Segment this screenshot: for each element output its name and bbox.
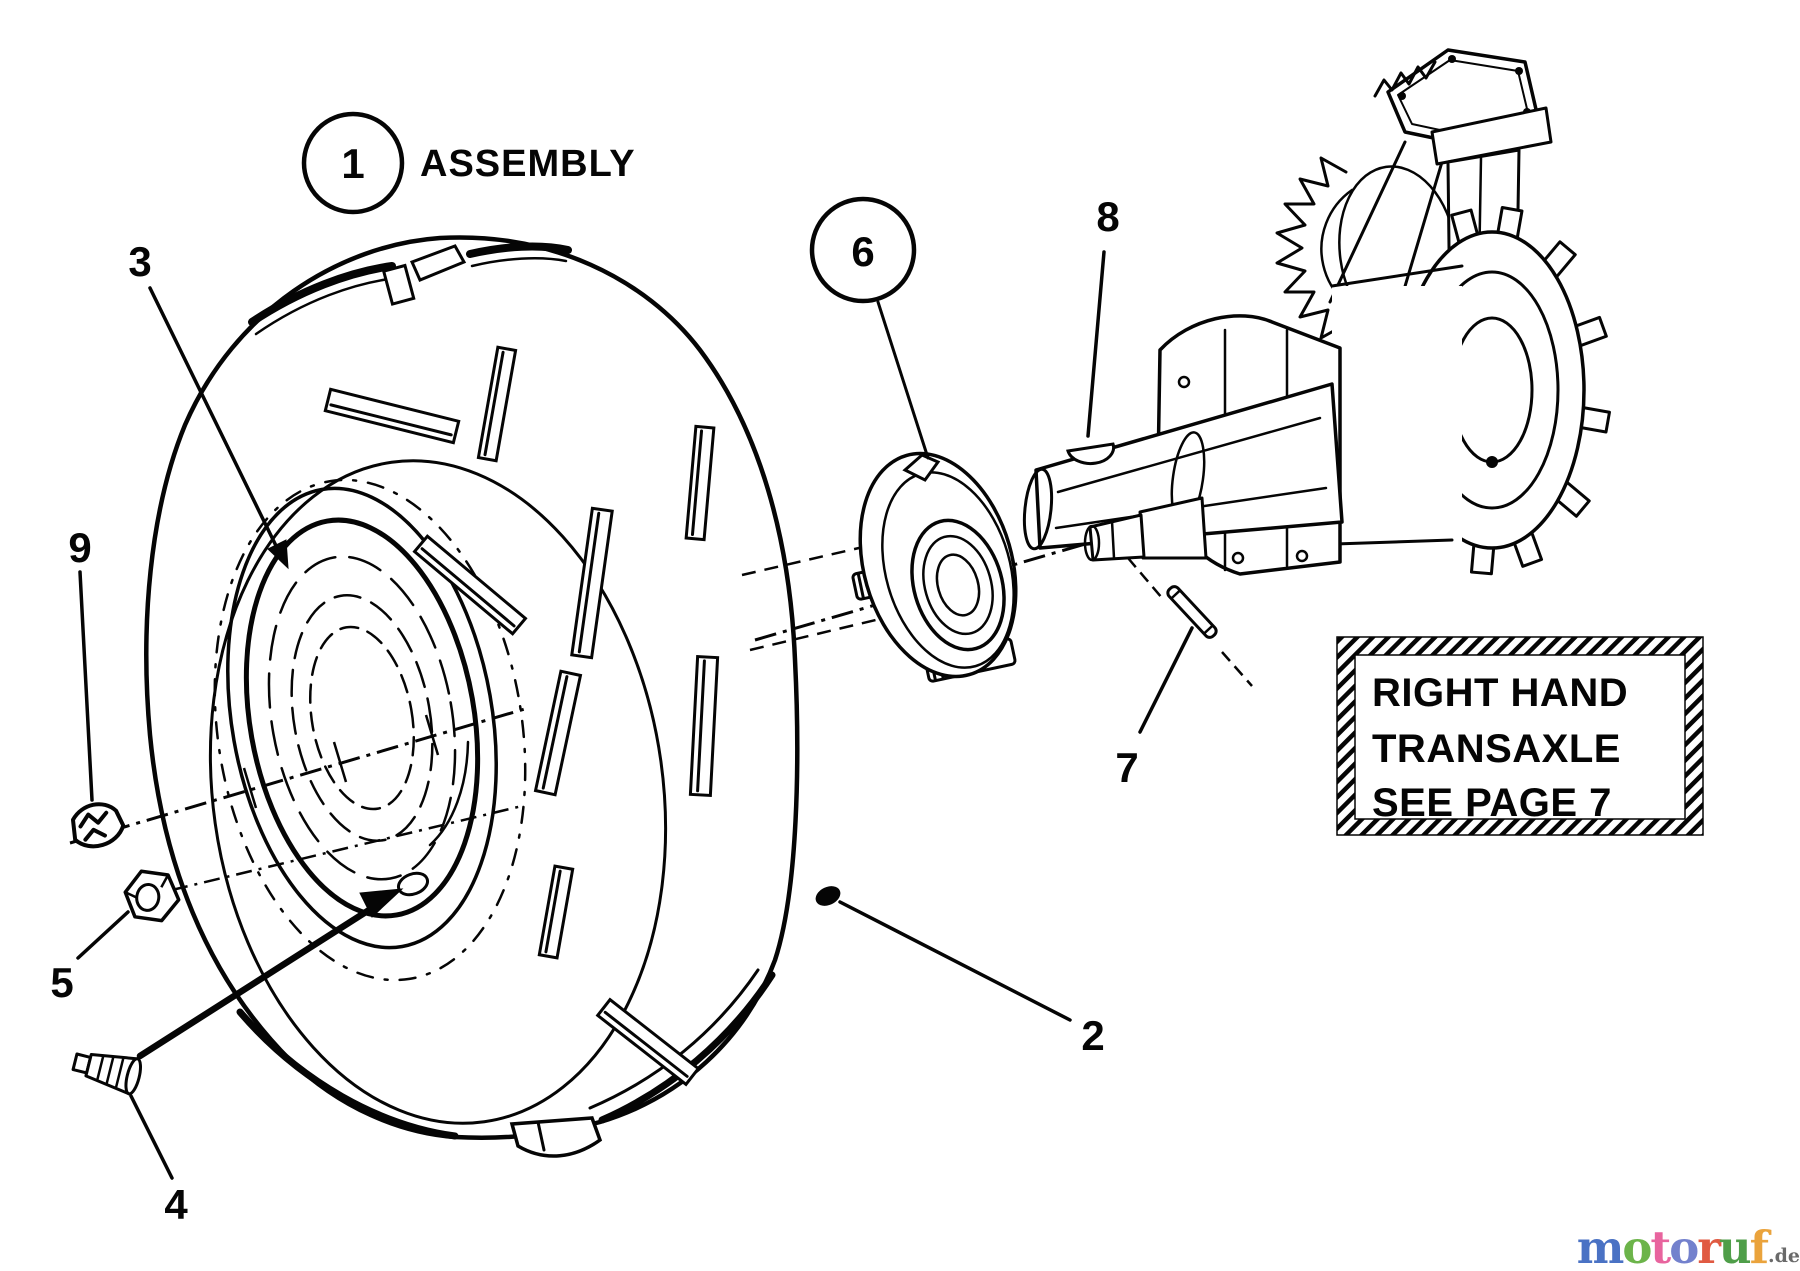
wheel-hub xyxy=(851,451,1018,683)
callout-2: 2 xyxy=(1081,1012,1104,1059)
callout-3: 3 xyxy=(128,238,151,285)
tread-slots xyxy=(323,345,720,1087)
callout-labels: 1 ASSEMBLY 6 2 3 4 5 7 8 9 xyxy=(50,111,1139,1228)
valve-stem xyxy=(71,1052,142,1096)
logo-letter: o xyxy=(1669,1220,1699,1271)
flange-lock-nut xyxy=(70,802,126,849)
hub-balloon xyxy=(809,196,917,304)
logo-letter: m xyxy=(1576,1220,1625,1271)
logo-letter: u xyxy=(1718,1220,1752,1271)
callout-4: 4 xyxy=(164,1181,188,1228)
axle-shaft xyxy=(1022,382,1344,562)
tire-callout-dot xyxy=(815,886,841,906)
logo-letter: r xyxy=(1697,1220,1721,1271)
roll-pin xyxy=(1166,585,1218,639)
sidewall-boundary xyxy=(208,459,668,1125)
logo-letter: f xyxy=(1749,1220,1769,1271)
tire xyxy=(144,235,800,1158)
note-line-2: TRANSAXLE xyxy=(1372,727,1621,771)
logo-suffix: .de xyxy=(1768,1244,1800,1267)
assembly-number: 1 xyxy=(341,140,364,187)
assembly-label: ASSEMBLY xyxy=(420,143,636,185)
callout-7: 7 xyxy=(1115,744,1138,791)
leader-lines xyxy=(76,250,1194,1180)
callout-8: 8 xyxy=(1096,193,1119,240)
transaxle xyxy=(1022,48,1611,576)
logo-letter: o xyxy=(1622,1220,1652,1271)
note-line-3: SEE PAGE 7 xyxy=(1372,781,1612,825)
assembly-balloon xyxy=(301,111,405,215)
callout-9: 9 xyxy=(68,524,91,571)
note-line-1: RIGHT HAND xyxy=(1372,671,1628,715)
lug-nut xyxy=(123,869,181,923)
note-box: RIGHT HAND TRANSAXLE SEE PAGE 7 xyxy=(1336,636,1704,836)
callout-5: 5 xyxy=(50,959,73,1006)
logo-letter: t xyxy=(1650,1220,1671,1271)
callout-6: 6 xyxy=(851,228,874,275)
woodruff-key xyxy=(1066,442,1116,466)
rim-bore xyxy=(226,486,498,950)
